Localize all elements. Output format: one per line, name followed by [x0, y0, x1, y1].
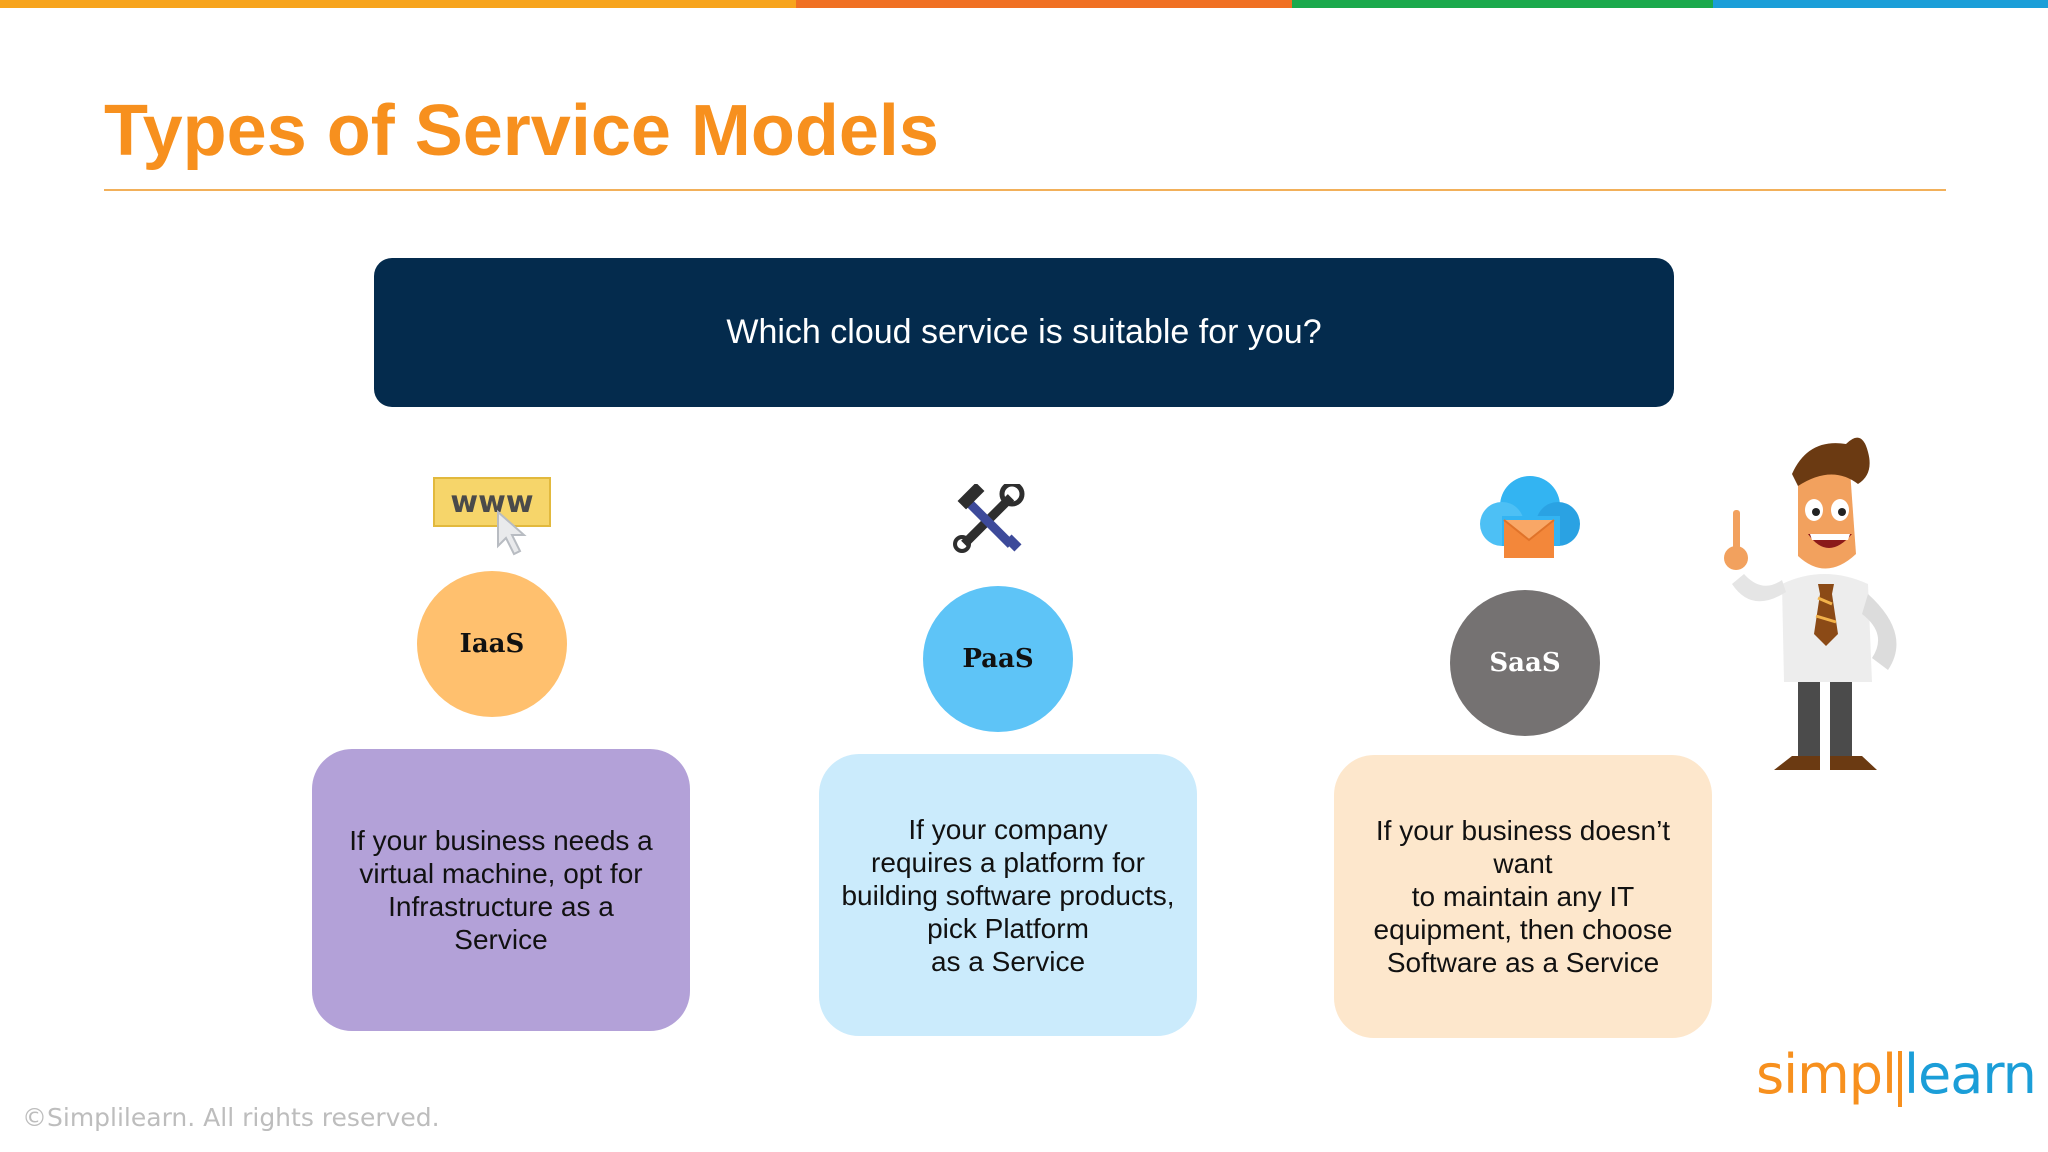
iaas-card: If your business needs a virtual machine… — [312, 749, 690, 1031]
question-banner: Which cloud service is suitable for you? — [374, 258, 1674, 407]
logo-learn: learn — [1904, 1043, 2037, 1106]
accent-segment-3 — [1292, 0, 1713, 8]
accent-segment-1 — [0, 0, 796, 8]
paas-label: PaaS — [962, 644, 1034, 674]
accent-segment-2 — [796, 0, 1292, 8]
accent-segment-4 — [1713, 0, 2048, 8]
saas-label: SaaS — [1489, 648, 1561, 678]
logo-simpl: simpl — [1756, 1043, 1897, 1106]
iaas-circle: IaaS — [417, 571, 567, 717]
saas-description: If your business doesn’t want to maintai… — [1373, 815, 1673, 978]
iaas-label: IaaS — [459, 629, 525, 659]
question-text: Which cloud service is suitable for you? — [726, 313, 1322, 351]
businessman-mascot-icon — [1712, 434, 1926, 780]
svg-text:www: www — [450, 485, 533, 520]
title-divider — [104, 189, 1946, 191]
logo-divider — [1898, 1051, 1903, 1107]
www-cursor-icon: www — [432, 476, 560, 556]
copyright-text: ©Simplilearn. All rights reserved. — [22, 1103, 440, 1132]
page-title: Types of Service Models — [104, 91, 939, 171]
iaas-description: If your business needs a virtual machine… — [349, 825, 653, 955]
saas-circle: SaaS — [1450, 590, 1600, 736]
paas-card: If your company requires a platform for … — [819, 754, 1197, 1036]
saas-card: If your business doesn’t want to maintai… — [1334, 755, 1712, 1038]
cloud-mail-icon — [1474, 470, 1584, 562]
hammer-wrench-icon — [950, 481, 1026, 554]
top-accent-bar — [0, 0, 2048, 8]
paas-description: If your company requires a platform for … — [841, 813, 1175, 977]
paas-circle: PaaS — [923, 586, 1073, 732]
